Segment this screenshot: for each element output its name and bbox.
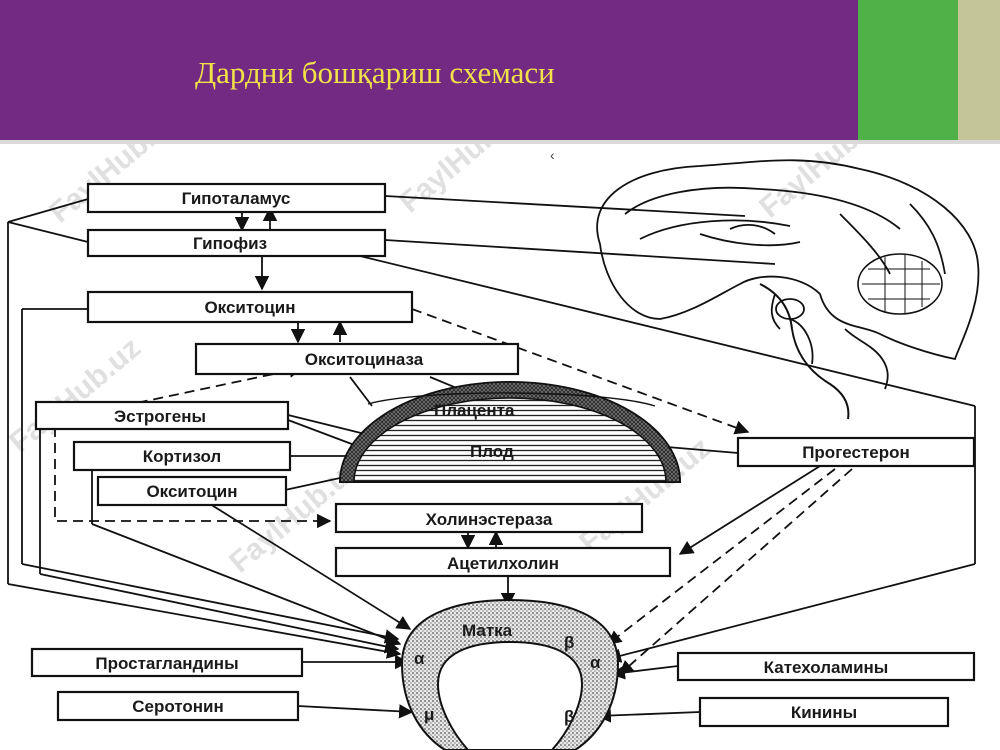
receptor-beta-top: β [564, 633, 574, 652]
scan-mark: ‹ [550, 147, 555, 163]
pain-control-diagram: FaylHub.uz FaylHub.uz FaylHub.uz FaylHub… [3, 144, 980, 750]
box-progesterone: Прогестерон [736, 436, 976, 468]
svg-text:Серотонин: Серотонин [132, 697, 224, 716]
svg-text:Окситоцин: Окситоцин [146, 482, 237, 501]
slide-title: Дардни бошқариш схемаси [195, 55, 555, 90]
receptor-mu: μ [424, 705, 434, 724]
svg-text:Кортизол: Кортизол [143, 447, 221, 466]
placenta-label: Плацента [434, 401, 515, 420]
receptor-alpha-right: α [590, 653, 601, 672]
svg-text:Кинины: Кинины [791, 703, 857, 722]
svg-text:Гипоталамус: Гипоталамус [182, 189, 291, 208]
watermark: FaylHub.uz [753, 144, 897, 224]
box-acetylcholine: Ацетилхолин [334, 546, 672, 578]
accent-stripe-olive [958, 0, 1000, 140]
box-catecholamines: Катехоламины [676, 651, 976, 682]
box-pituitary: Гипофиз [86, 228, 387, 258]
box-cholinesterase: Холинэстераза [334, 502, 644, 534]
svg-text:Холинэстераза: Холинэстераза [426, 510, 553, 529]
watermark: FaylHub.uz [393, 144, 537, 219]
uterus-shape [400, 598, 620, 750]
svg-text:Окситоцин: Окситоцин [204, 298, 295, 317]
receptor-beta-bottom: β [564, 707, 574, 726]
accent-stripe-green [858, 0, 958, 140]
svg-text:Простагландины: Простагландины [95, 654, 238, 673]
header-divider [0, 140, 1000, 144]
box-estrogens: Эстрогены [34, 400, 290, 431]
box-oxytocin-mid: Окситоцин [96, 475, 288, 507]
placenta-fetus-shape [338, 381, 682, 483]
box-oxytocinase: Окситоциназа [194, 342, 520, 376]
svg-text:Ацетилхолин: Ацетилхолин [447, 554, 559, 573]
brain-illustration [596, 159, 980, 420]
fetus-label: Плод [470, 442, 514, 461]
box-oxytocin-top: Окситоцин [86, 290, 414, 324]
svg-text:Прогестерон: Прогестерон [802, 443, 910, 462]
uterus-label: Матка [462, 621, 513, 640]
receptor-alpha-left: α [414, 649, 425, 668]
box-hypothalamus: Гипоталамус [86, 182, 387, 214]
box-prostaglandins: Простагландины [30, 647, 304, 678]
svg-text:Окситоциназа: Окситоциназа [305, 350, 424, 369]
svg-text:Катехоламины: Катехоламины [764, 658, 889, 677]
box-serotonin: Серотонин [56, 690, 300, 722]
svg-text:Гипофиз: Гипофиз [193, 234, 267, 253]
watermark: FaylHub.uz [3, 331, 147, 459]
box-cortisol: Кортизол [72, 440, 292, 472]
svg-text:Эстрогены: Эстрогены [114, 407, 206, 426]
box-kinins: Кинины [698, 696, 950, 728]
header-bar [0, 0, 858, 140]
